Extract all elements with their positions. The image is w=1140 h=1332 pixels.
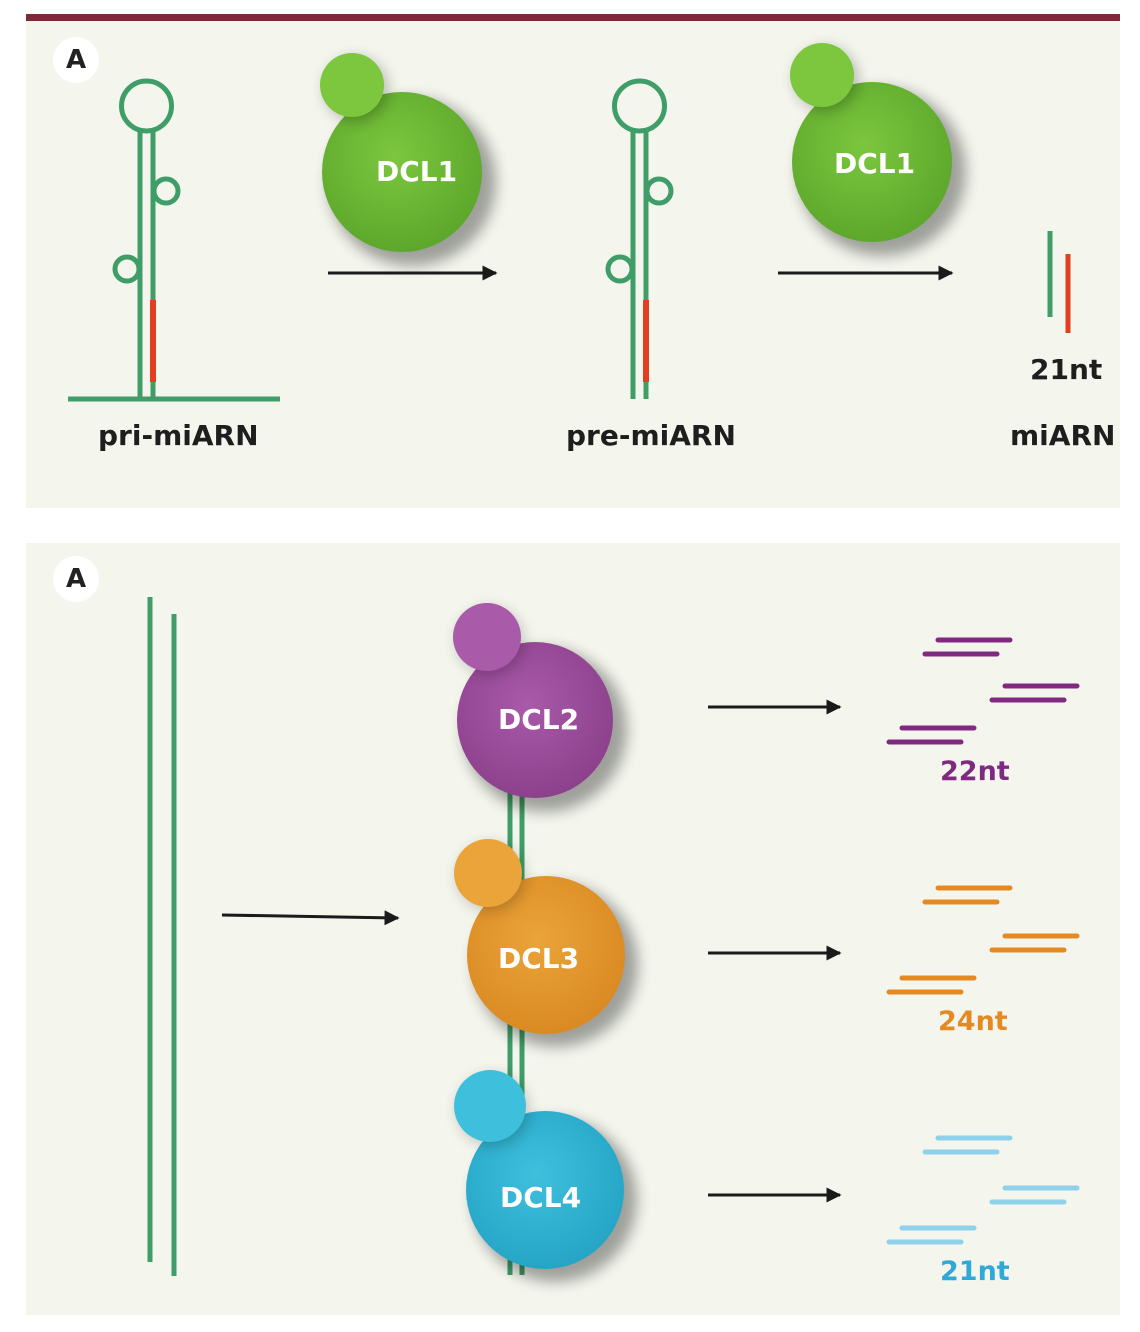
dcl3-enzyme — [454, 839, 638, 1047]
sirna-22nt-duplexes — [886, 637, 1080, 745]
panel-bottom-badge: A — [53, 556, 99, 602]
arrow-dsrna-to-dicers — [221, 910, 400, 926]
mirna-21nt-label: 21nt — [1030, 353, 1103, 386]
dcl2-label: DCL2 — [498, 703, 580, 736]
dcl4-enzyme — [454, 1070, 637, 1282]
pre-mirna-hairpin — [605, 78, 674, 399]
dcl4-label: DCL4 — [500, 1181, 582, 1214]
pri-mirna-label: pri-miARN — [98, 419, 259, 452]
top-frame-bar — [26, 14, 1120, 21]
dcl1-label-first: DCL1 — [376, 155, 458, 188]
nt-21-label: 21nt — [940, 1256, 1010, 1287]
dcl2-enzyme — [453, 603, 627, 812]
dcl1-enzyme-second — [790, 43, 966, 256]
pri-mirna-hairpin — [68, 78, 280, 402]
nt-24-label: 24nt — [938, 1006, 1008, 1037]
panel-top-background — [26, 21, 1120, 508]
sirna-21nt-duplexes — [886, 1135, 1080, 1245]
dcl3-label: DCL3 — [498, 942, 580, 975]
nt-22-label: 22nt — [940, 756, 1010, 787]
sirna-24nt-duplexes — [886, 885, 1080, 995]
panel-top-badge: A — [53, 37, 99, 83]
dcl1-label-second: DCL1 — [834, 147, 916, 180]
pre-mirna-label: pre-miARN — [566, 419, 736, 452]
dcl1-enzyme-first — [320, 53, 496, 266]
mirna-label: miARN — [1010, 419, 1116, 452]
